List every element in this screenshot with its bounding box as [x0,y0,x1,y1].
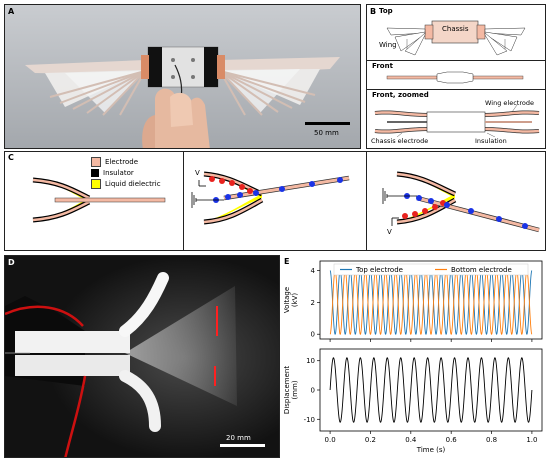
panel-b-divider-1 [367,60,545,61]
chart-1-xtick-label-2: 0.4 [405,436,417,444]
panel-a-photo [5,5,360,148]
panel-c-label: C [8,153,14,162]
chart-1-xtick-label-5: 1.0 [526,436,537,444]
left-wing [25,60,146,116]
panel-b-front-diagram [386,71,524,84]
chassis-device [141,46,225,101]
panel-b-wing-electrode-label: Wing electrode [485,99,534,107]
legend-insulator-label: Insulator [103,169,134,177]
legend-insulator-swatch [91,169,99,177]
legend-electrode-label: Electrode [105,158,139,166]
chart-1-xtick-label-1: 0.2 [365,436,376,444]
panel-e-label: E [284,257,290,266]
chart-0-ylabel-line-1: (kV) [291,293,299,308]
chart-1-ytick-label-0: -10 [304,416,315,424]
hand [142,88,210,148]
panel-b-top-diagram [386,20,526,56]
panel-c-diagram-bottom-charged [382,171,540,233]
chart-0-ylabel: Voltage(kV) [284,287,299,313]
panel-b: B Top Chassis Wing Front Front, zoomed W… [366,4,546,149]
chart-1-series-0 [329,357,533,423]
panel-c-legend: Electrode Insulator Liquid dielectric [91,157,161,190]
panel-c-diagram-rest [32,177,166,223]
chart-1-ylabel-line-1: (mm) [291,380,299,399]
panel-d-photo [5,256,279,457]
blue-charges-wing [213,177,343,203]
legend-electrode: Electrode [91,157,161,168]
panel-d: D 20 mm [4,255,280,458]
chart-0-series-1 [329,270,533,335]
panel-a-scale-label: 50 mm [314,129,339,137]
right-wing [219,57,340,116]
legend-insulator: Insulator [91,168,161,179]
panel-b-chassis-electrode-label: Chassis electrode [371,137,429,145]
panel-c-v-label-bottom: V [387,228,392,236]
chart-1-xtick-label-4: 0.8 [486,436,497,444]
chart-1-ytick-label-2: 10 [306,357,315,365]
panel-b-insulation-label: Insulation [475,137,507,145]
panel-d-scale-bar [220,444,265,447]
panel-b-divider-2 [367,89,545,90]
legend-dielectric: Liquid dielectric [91,179,161,190]
panel-c-diagram-top-charged [191,171,350,225]
panel-b-top-title: Top [379,7,393,15]
chart-0-legend-label-0: Top electrode [355,266,403,274]
legend-dielectric-swatch [91,179,101,189]
chart-0-legend-box [333,263,529,276]
panel-c-v-label-top: V [195,169,200,177]
chart-0-ytick-label-1: 2 [311,299,315,307]
chart-0-ytick-label-0: 0 [311,331,315,339]
panel-a-label: A [8,7,15,16]
panel-d-label: D [8,258,15,267]
legend-dielectric-label: Liquid dielectric [105,180,161,188]
panel-c-divider-2 [366,152,367,250]
legend-electrode-swatch [91,157,101,167]
panel-a-scale-bar [305,122,350,125]
chart-1-xtick-label-3: 0.6 [446,436,458,444]
panel-b-wing-label: Wing [379,41,397,49]
red-charges-top [209,176,253,194]
panel-b-zoom-title: Front, zoomed [372,91,429,99]
panel-a: A 50 mm [4,4,361,149]
panel-b-label: B [370,7,377,16]
chart-1-xlabel: Time (s) [416,446,446,454]
chart-1-ylabel-line-0: Displacement [284,366,291,414]
panel-d-scale-label: 20 mm [226,434,251,442]
panel-b-front-title: Front [372,62,393,70]
panel-c: C Electrode Insulator Liquid dielectric [4,151,546,251]
chart-0-ylabel-line-0: Voltage [284,287,291,313]
chart-1-xtick-label-0: 0.0 [325,436,336,444]
chart-1-ytick-label-1: 0 [311,387,315,395]
chart-0-legend-label-1: Bottom electrode [451,266,512,274]
panel-b-chassis-label: Chassis [442,25,469,33]
chart-0-ytick-label-2: 4 [311,267,316,275]
panel-c-divider-1 [183,152,184,250]
chart-1-ylabel: Displacement(mm) [284,366,299,414]
panel-b-zoom-diagram [374,105,540,137]
